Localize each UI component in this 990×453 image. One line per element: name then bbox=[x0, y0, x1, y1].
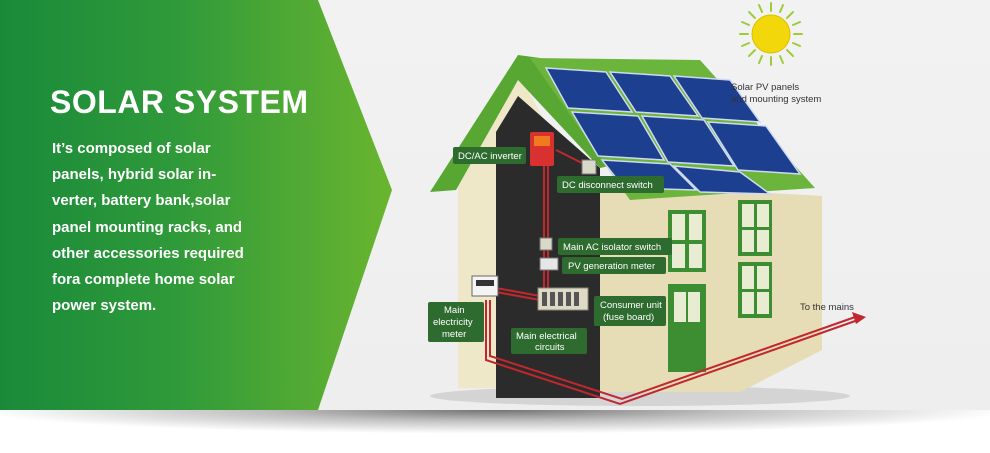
description-line: fora complete home solar bbox=[52, 271, 235, 289]
label-text: Main AC isolator switch bbox=[563, 242, 661, 253]
inverter-icon bbox=[530, 132, 554, 166]
description-line: panels, hybrid solar in- bbox=[52, 166, 217, 184]
label-text: electricity bbox=[433, 317, 473, 328]
electricity-meter-icon bbox=[471, 275, 499, 297]
banner-title: SOLAR SYSTEM bbox=[50, 84, 309, 120]
green-arrow-panel bbox=[0, 0, 392, 410]
label-dc-switch: DC disconnect switch bbox=[557, 176, 664, 193]
label-text: (fuse board) bbox=[603, 312, 654, 323]
label-pv-panels: Solar PV panels bbox=[731, 82, 799, 93]
label-main-circuits: Main electrical circuits bbox=[511, 328, 587, 354]
consumer-unit-icon bbox=[537, 287, 589, 311]
mains-arrow-icon bbox=[852, 312, 866, 324]
description-line: other accessories required bbox=[52, 244, 244, 262]
window bbox=[668, 210, 706, 272]
label-main-meter: Main electricity meter bbox=[428, 302, 484, 342]
dc-switch-icon bbox=[581, 159, 597, 175]
solar-banner: SOLAR SYSTEM It’s composed of solar pane… bbox=[0, 0, 990, 410]
label-text: PV generation meter bbox=[568, 261, 655, 272]
description-line: verter, battery bank,solar bbox=[52, 192, 231, 210]
front-door bbox=[668, 284, 706, 372]
ac-isolator-icon bbox=[539, 237, 553, 251]
description-line: It’s composed of solar bbox=[52, 140, 211, 157]
label-text: meter bbox=[442, 329, 466, 340]
label-text: DC/AC inverter bbox=[458, 151, 522, 162]
label-consumer-unit: Consumer unit (fuse board) bbox=[594, 296, 666, 326]
description-line: panel mounting racks, and bbox=[52, 218, 243, 236]
label-text: Main electrical bbox=[516, 331, 577, 342]
label-text: Consumer unit bbox=[600, 300, 662, 311]
pv-meter-icon bbox=[539, 257, 559, 271]
description-line: power system. bbox=[52, 297, 157, 315]
banner-shadow bbox=[0, 410, 990, 453]
label-text: circuits bbox=[535, 342, 565, 353]
solar-panels-icon bbox=[544, 67, 802, 195]
label-inverter: DC/AC inverter bbox=[453, 147, 526, 164]
label-pv-panels: and mounting system bbox=[731, 94, 821, 105]
window bbox=[738, 262, 772, 318]
label-to-mains: To the mains bbox=[800, 302, 854, 313]
label-text: Main bbox=[444, 305, 465, 316]
label-ac-isolator: Main AC isolator switch bbox=[558, 238, 672, 255]
label-pv-meter: PV generation meter bbox=[562, 257, 666, 274]
house-diagram: DC/AC inverter DC disconnect switch Main… bbox=[428, 2, 866, 406]
window bbox=[738, 200, 772, 256]
banner-description: It’s composed of solar panels, hybrid so… bbox=[52, 136, 292, 319]
label-text: DC disconnect switch bbox=[562, 180, 653, 191]
wiring bbox=[485, 149, 859, 406]
sun-icon bbox=[739, 2, 803, 66]
